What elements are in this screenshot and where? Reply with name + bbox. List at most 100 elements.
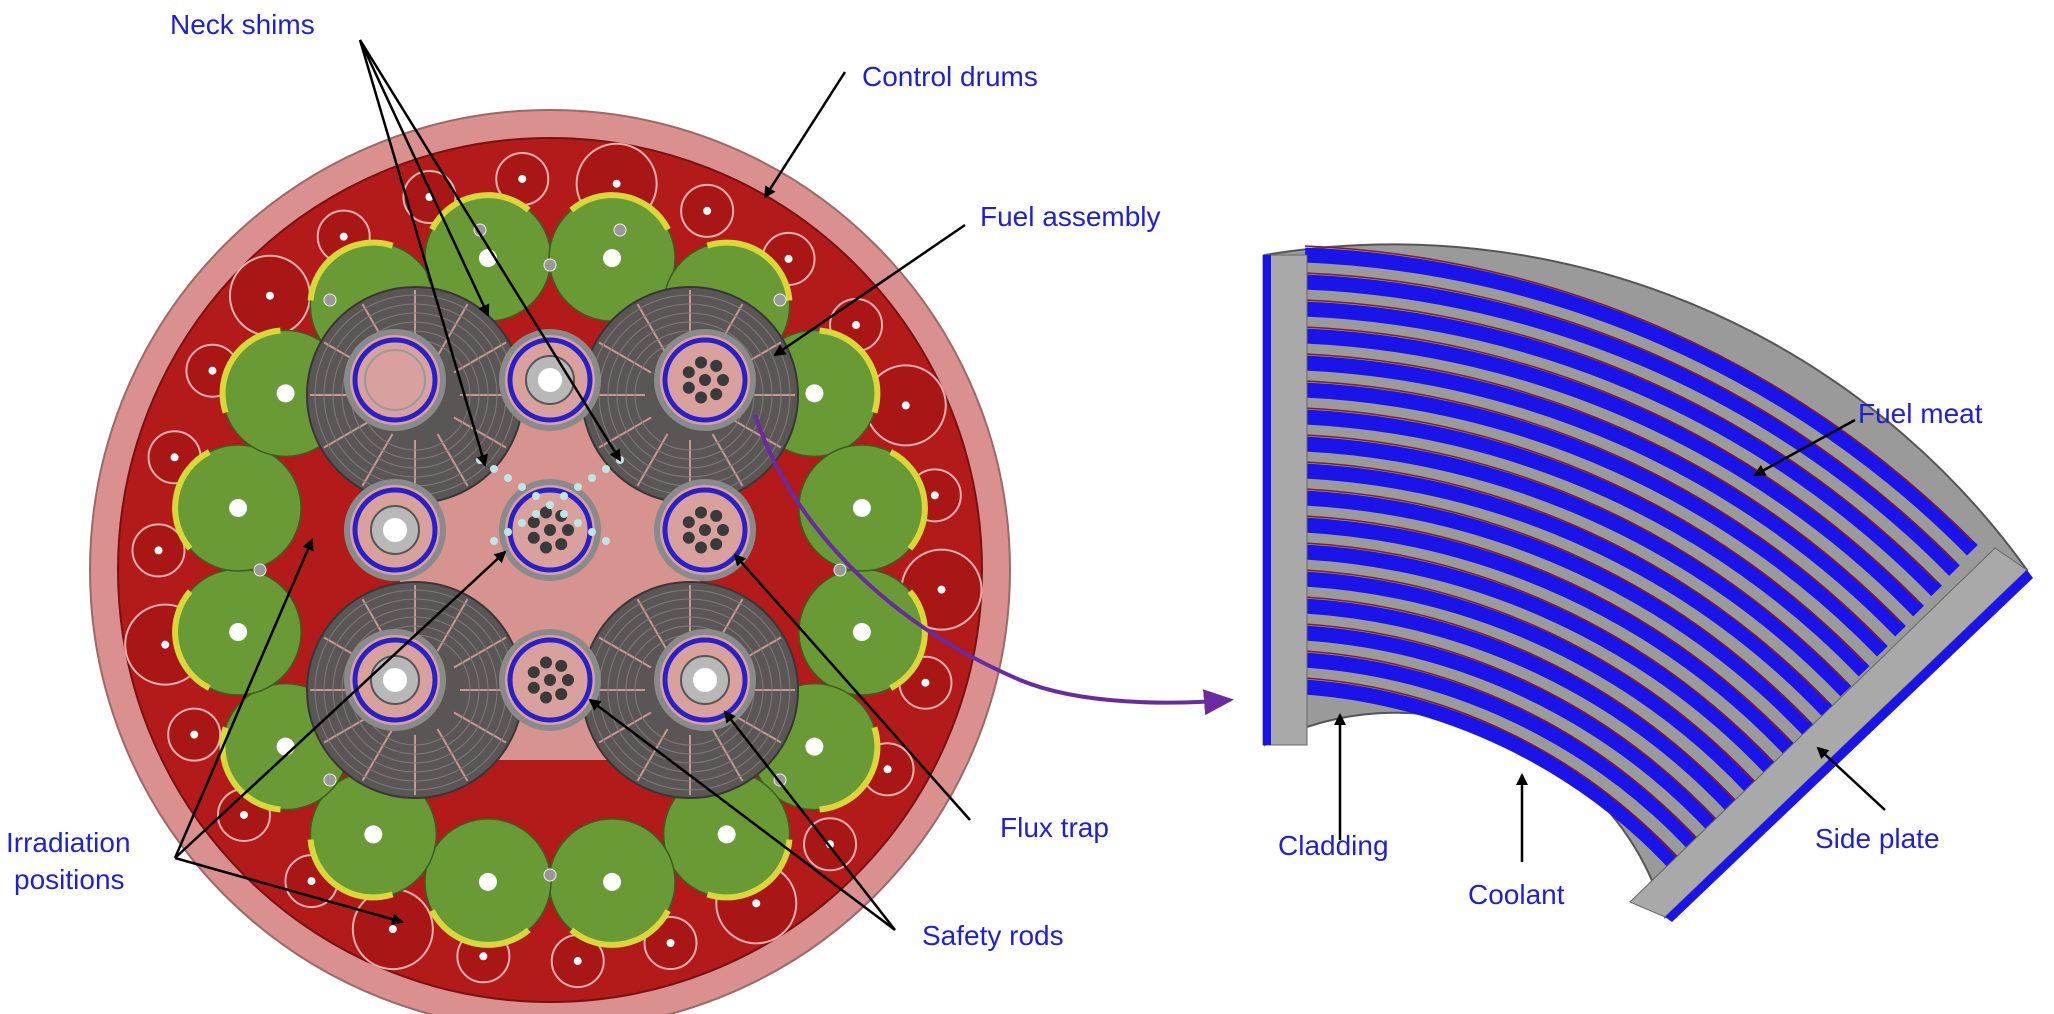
drum-absorber [429, 192, 531, 231]
fuel-meat-band [1304, 301, 1942, 597]
pin [555, 688, 568, 701]
assembly-plate-ring [616, 616, 764, 764]
pin [527, 531, 540, 544]
assembly-plate-ring [341, 321, 489, 469]
irradiation-hole-center [921, 678, 930, 687]
neck-shim-hole [588, 528, 596, 536]
fuel-meat-band [1304, 571, 1759, 795]
cladding-edge [1304, 488, 1810, 723]
pin [527, 516, 540, 529]
rod-blue-ring [352, 637, 438, 723]
pin [682, 516, 695, 529]
pin [527, 681, 540, 694]
cladding-edge [1304, 596, 1735, 801]
neck-shim-hole [560, 510, 568, 518]
pin [555, 538, 568, 551]
arrow-flux-trap [733, 553, 971, 821]
cladding-edge [1304, 623, 1717, 821]
arrow-neck-shims-3 [358, 39, 622, 462]
cladding-edge [1304, 353, 1902, 623]
assembly-plate-ring [332, 312, 498, 478]
fuel-meat-band [1304, 355, 1906, 637]
irradiation-hole-center [612, 179, 621, 188]
pin [694, 541, 707, 554]
arrow-irradiation-1 [173, 538, 314, 859]
pin [694, 506, 707, 519]
pin [682, 531, 695, 544]
rod-blue-ring [662, 337, 748, 423]
fuel-meat-band [1304, 409, 1870, 677]
label-irradiation-line2: positions [14, 864, 125, 895]
small-hole [323, 773, 337, 787]
fuel-meat-band [1304, 274, 1960, 576]
irradiation-hole-center [154, 546, 163, 555]
neck-shim-hole [532, 492, 540, 500]
pin [562, 524, 574, 536]
core-cross-section [89, 109, 1011, 1014]
irradiation-hole-center [703, 206, 712, 215]
cladding-edge [1304, 380, 1883, 643]
pin [710, 359, 723, 372]
pin [555, 659, 568, 672]
drum-center-hole [805, 384, 824, 403]
cladding-edge [1304, 515, 1792, 743]
label-fuel-meat: Fuel meat [1858, 398, 1983, 429]
drum-absorber [889, 449, 928, 551]
irradiation-hole-center [518, 174, 527, 183]
drum-absorber [706, 239, 793, 301]
assembly-plate-ring [607, 312, 773, 478]
fuel-meat-band [1304, 463, 1833, 717]
label-irradiation-line1: Irradiation [6, 827, 131, 858]
pointer-arrows [173, 39, 1886, 931]
pin [717, 524, 729, 536]
irradiation-hole-center [161, 640, 170, 649]
rod-center [693, 668, 717, 692]
plug-body [364, 349, 426, 411]
side-plate-left-blue-edge [1263, 255, 1271, 745]
fuel-meat-band [1304, 490, 1815, 737]
label-safety-rods: Safety rods [922, 920, 1064, 951]
fuel-meat-band [1304, 382, 1888, 657]
neck-shim-hole [602, 537, 610, 545]
pin [544, 524, 556, 536]
rod-blue-ring [662, 487, 748, 573]
pin [562, 674, 574, 686]
zoom-arrow [753, 414, 1234, 716]
cladding-edge [1304, 434, 1847, 683]
drum-absorber [429, 909, 531, 948]
neck-shim-hole [602, 465, 610, 473]
neck-shim-hole [574, 519, 582, 527]
rod-blue-ring [662, 637, 748, 723]
drum-center-hole [805, 737, 824, 756]
assembly-plate-ring [341, 616, 489, 764]
pin [539, 691, 552, 704]
drum-center-hole [852, 498, 871, 517]
pin [710, 538, 723, 551]
drum-absorber [569, 909, 671, 948]
irradiation-hole-center [930, 491, 939, 500]
small-holes [253, 223, 847, 882]
neck-shim-hole [574, 483, 582, 491]
small-hole [613, 223, 627, 237]
assembly-plate-ring [625, 330, 755, 460]
label-coolant: Coolant [1468, 879, 1565, 910]
pin [527, 666, 540, 679]
drum-absorber [706, 839, 793, 901]
drum-absorber [307, 839, 394, 901]
neck-shim-hole [560, 492, 568, 500]
fuel-plates [1304, 245, 1978, 873]
drum-center-hole [603, 872, 622, 891]
rod-center [538, 368, 562, 392]
neck-shim-hole [518, 483, 526, 491]
pin [539, 656, 552, 669]
pin [539, 541, 552, 554]
fuel-meat-band [1304, 652, 1703, 853]
pin [717, 374, 729, 386]
drum-absorber [569, 192, 671, 231]
fuel-meat-band [1304, 517, 1796, 756]
drum-center-hole [276, 384, 295, 403]
neck-shim-hole [490, 537, 498, 545]
pin [682, 381, 695, 394]
fuel-meat-band [1304, 436, 1852, 697]
pin [544, 674, 556, 686]
